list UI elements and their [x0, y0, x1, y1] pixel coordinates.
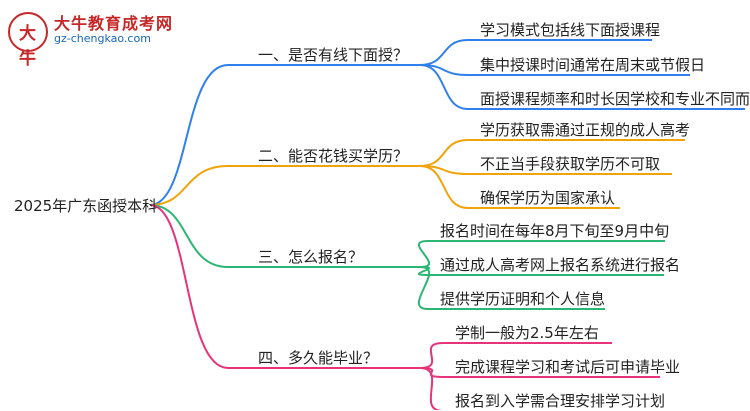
site-logo: 大牛 大牛教育成考网 gz-chengkao.com: [8, 8, 208, 69]
leaf-connector: [419, 342, 444, 369]
logo-mark-icon: 大牛: [8, 12, 48, 69]
leaf-connector: [417, 240, 431, 268]
leaf-connector: [419, 39, 469, 66]
branch-label: 四、多久能毕业？: [258, 349, 379, 367]
leaf-connector: [417, 266, 431, 310]
leaf-label: 完成课程学习和考试后可申请毕业: [455, 358, 681, 376]
leaf-label: 报名时间在每年8月下旬至9月中旬: [440, 222, 670, 240]
logo-mark-text: 大牛: [19, 24, 36, 69]
leaf-label: 学制一般为2.5年左右: [455, 324, 599, 342]
root-connector: [149, 204, 229, 369]
logo-subtitle: gz-chengkao.com: [54, 32, 151, 45]
leaf-connector: [419, 139, 469, 167]
leaf-connector: [419, 165, 469, 209]
root-connector: [149, 165, 229, 206]
leaf-label: 集中授课时间通常在周末或节假日: [480, 56, 706, 74]
leaf-label: 面授课程频率和时长因学校和专业不同而异: [480, 90, 750, 108]
branch-label: 二、能否花钱买学历？: [258, 147, 409, 165]
leaf-label: 通过成人高考网上报名系统进行报名: [440, 256, 681, 274]
root-connector: [149, 64, 229, 206]
logo-title: 大牛教育成考网: [54, 14, 174, 33]
leaf-connector: [419, 64, 469, 110]
branch-label: 三、怎么报名？: [258, 248, 364, 266]
root-connector: [149, 204, 229, 268]
leaf-label: 提供学历证明和个人信息: [440, 290, 606, 308]
branch-label: 一、是否有线下面授？: [258, 46, 409, 64]
leaf-label: 学习模式包括线下面授课程: [480, 21, 661, 39]
leaf-label: 学历获取需通过正规的成人高考: [480, 121, 691, 139]
root-node: 2025年广东函授本科: [14, 197, 158, 215]
leaf-label: 不正当手段获取学历不可取: [480, 155, 661, 173]
leaf-connector: [419, 367, 444, 410]
leaf-label: 报名到入学需合理安排学习计划: [455, 392, 666, 410]
leaf-label: 确保学历为国家承认: [480, 189, 616, 207]
